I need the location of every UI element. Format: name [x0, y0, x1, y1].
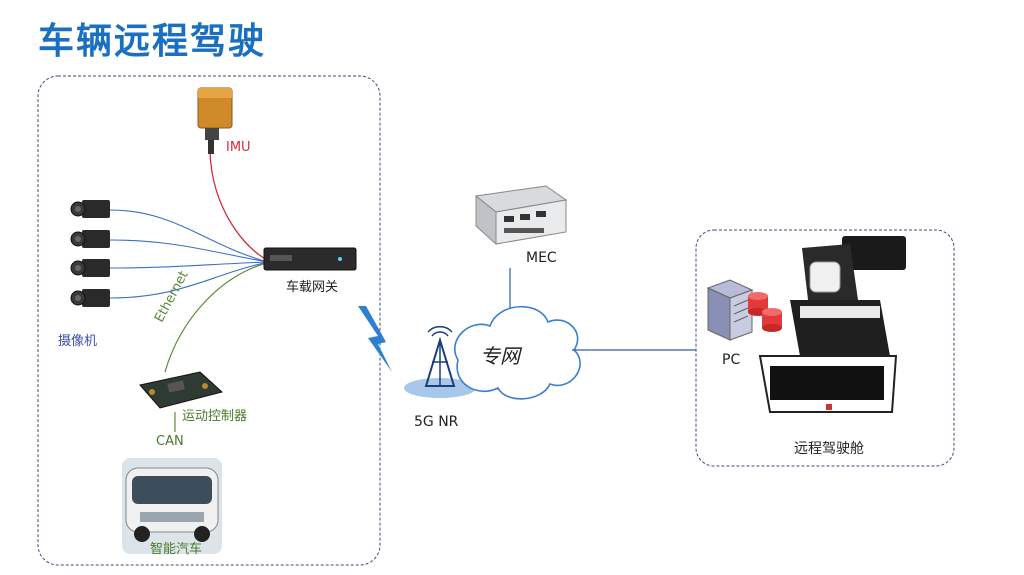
cockpit-label: 远程驾驶舱: [794, 441, 864, 457]
controller-label: 运动控制器: [182, 409, 248, 424]
camera-link-line: [109, 209, 269, 263]
tower-icon: [404, 325, 476, 398]
camera-icon: [70, 259, 110, 277]
gateway-device-icon: [263, 247, 357, 271]
database-icon: [748, 292, 782, 332]
nr-label: 5G NR: [414, 414, 459, 430]
camera-link-line: [109, 261, 269, 299]
mec-server-icon: [474, 185, 568, 246]
camera-icon: [70, 200, 110, 218]
cockpit-simulator-icon: [758, 236, 906, 413]
gateway-label: 车载网关: [286, 280, 339, 295]
vehicle-system-box: [37, 75, 381, 566]
can-label: CAN: [156, 434, 184, 449]
controller-board-icon: [139, 371, 224, 409]
vehicle-label: 智能汽车: [150, 542, 203, 557]
camera-link-line: [109, 261, 269, 269]
imu-link-line: [209, 151, 271, 263]
imu-label: IMU: [226, 140, 251, 155]
ethernet-link-line: [164, 261, 271, 373]
camera-icon: [70, 230, 110, 248]
pc-server-icon: [706, 279, 754, 341]
pc-label: PC: [722, 352, 741, 368]
wireless-link-icon: [358, 306, 392, 372]
cockpit-system-box: [695, 229, 955, 467]
camera-label: 摄像机: [58, 334, 98, 349]
page-title: 车辆远程驾驶: [38, 21, 267, 62]
camera-icon: [70, 289, 110, 307]
imu-device-icon: [197, 87, 233, 154]
mec-label: MEC: [526, 250, 557, 266]
network-label: 专网: [480, 344, 520, 368]
camera-link-line: [109, 239, 269, 263]
vehicle-image-icon: [122, 458, 222, 554]
